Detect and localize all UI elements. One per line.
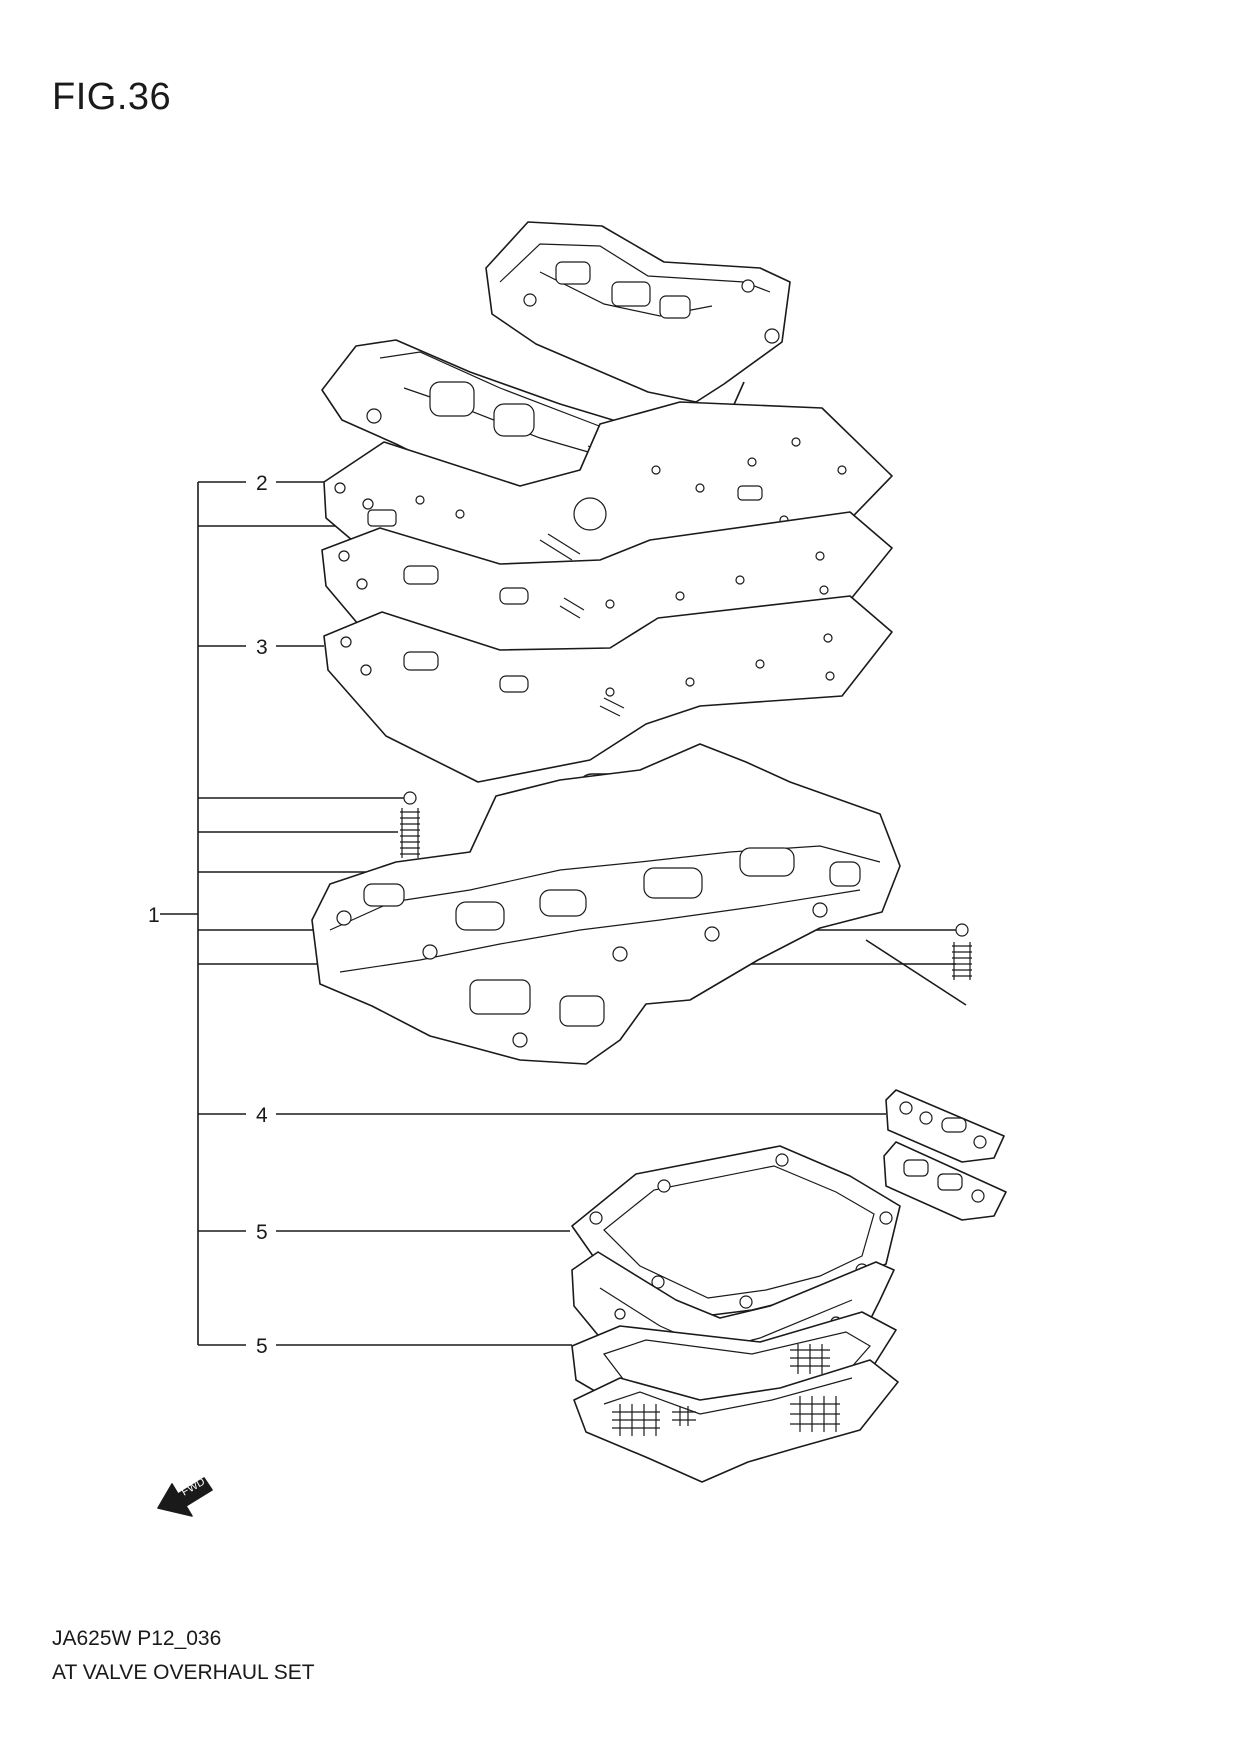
part-name: AT VALVE OVERHAUL SET: [52, 1661, 315, 1684]
callout-5-strainer-gasket: 5: [256, 1335, 268, 1358]
oil-strainer: [573, 1359, 899, 1483]
model-code: JA625W P12_036: [52, 1627, 222, 1650]
separator-plate-lower: [323, 595, 893, 783]
main-valve-body: [311, 743, 901, 1065]
figure-label: FIG.36: [52, 76, 172, 118]
callout-3: 3: [256, 636, 268, 659]
callout-2: 2: [256, 472, 268, 495]
callout-4: 4: [256, 1104, 268, 1127]
small-gasket-set: [883, 1089, 1007, 1221]
callout-1: 1: [148, 904, 160, 927]
upper-valve-body: [485, 221, 791, 403]
fwd-arrow-icon: FWD: [157, 1476, 213, 1517]
callout-5-gasket: 5: [256, 1221, 268, 1244]
